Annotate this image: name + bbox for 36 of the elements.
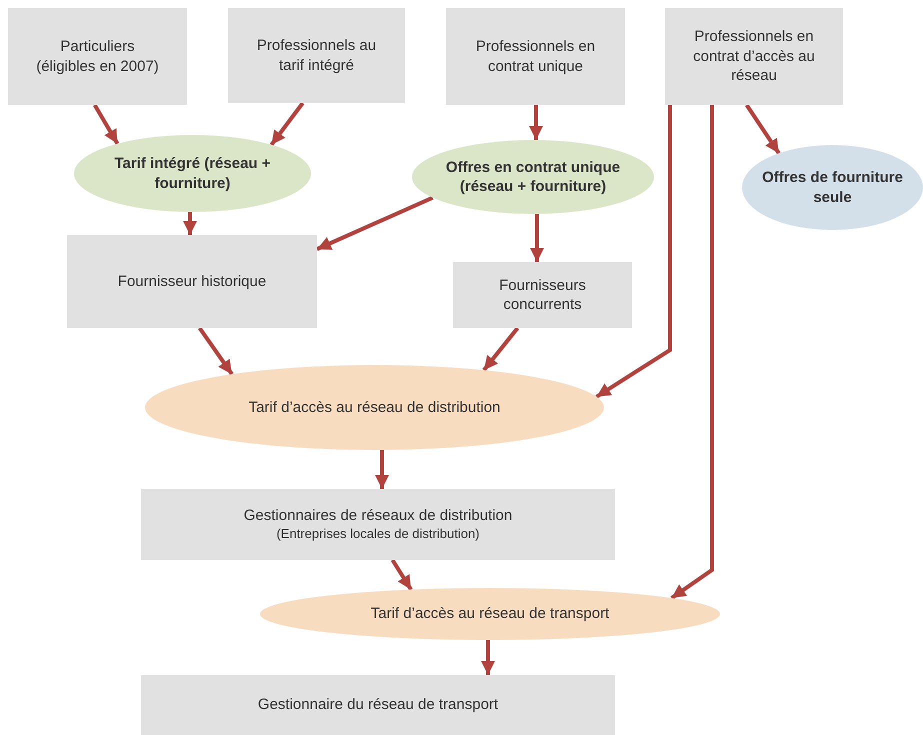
node-label: Offres en contrat unique (réseau + fourniture) <box>444 158 622 196</box>
arrow <box>316 196 434 251</box>
node-label: Particuliers (éligibles en 2007) <box>35 37 160 76</box>
arrow <box>183 212 197 235</box>
node-label: Fournisseur historique <box>118 272 266 292</box>
node-label: Gestionnaires de réseaux de distribution <box>244 506 512 526</box>
process-box <box>446 8 625 105</box>
arrow <box>530 214 544 262</box>
node-label: Tarif d’accès au réseau de distribution <box>248 398 500 418</box>
arrow <box>390 558 413 591</box>
node-label: Tarif intégré (réseau + fourniture) <box>113 154 272 193</box>
node-label: Gestionnaire du réseau de transport <box>258 695 498 715</box>
arrow <box>745 104 781 154</box>
arrow <box>529 105 543 140</box>
process-box <box>453 262 632 328</box>
arrow <box>670 105 714 600</box>
process-box <box>67 235 317 328</box>
arrow <box>375 450 389 489</box>
process-box <box>665 8 843 105</box>
node-label: Fournisseurs concurrents <box>498 276 587 314</box>
arrow <box>270 102 304 146</box>
node-label: Professionnels au tarif intégré <box>256 36 378 75</box>
node-label: Professionnels en contrat unique <box>474 37 596 76</box>
arrow <box>92 104 120 145</box>
process-box <box>141 489 615 560</box>
node-label: Tarif d’accès au réseau de transport <box>370 604 610 624</box>
node-subtitle: (Entreprises locales de distribution) <box>276 526 480 543</box>
process-box <box>8 8 187 105</box>
arrow <box>481 640 495 675</box>
node-label: Offres de fourniture seule <box>761 168 904 207</box>
arrow <box>198 326 234 376</box>
arrow <box>595 105 672 398</box>
process-box <box>141 675 615 735</box>
process-box <box>228 8 405 103</box>
arrow <box>482 326 520 372</box>
node-label: Professionnels en contrat d’accès au réseau <box>692 27 816 86</box>
